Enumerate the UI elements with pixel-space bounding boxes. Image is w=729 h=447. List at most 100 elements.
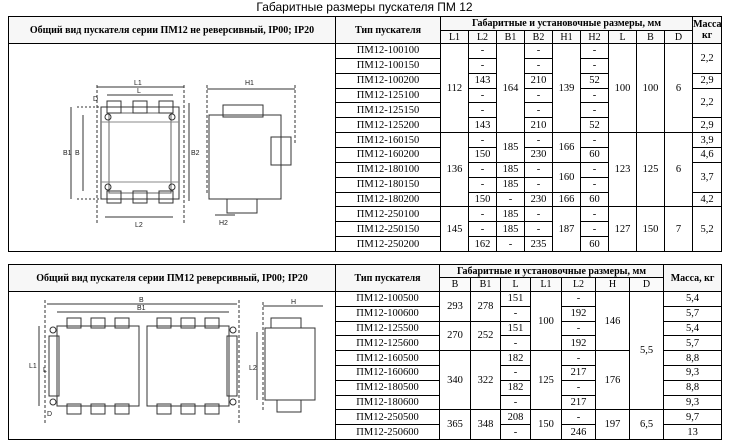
cell: 230 xyxy=(524,147,553,163)
cell: 208 xyxy=(500,409,531,426)
header-dims: Габаритные и установочные размеры, мм xyxy=(439,16,694,31)
cell: 143 xyxy=(468,117,497,134)
type-cell: ПМ12-250100 xyxy=(335,206,441,223)
cell: - xyxy=(468,57,497,74)
cell: - xyxy=(524,102,553,119)
cell: 150 xyxy=(468,147,497,163)
col-L1: L1 xyxy=(530,277,562,292)
label-B: B xyxy=(75,150,80,157)
cell: - xyxy=(524,132,553,149)
cell: 143 xyxy=(468,72,497,89)
type-cell: ПМ12-250200 xyxy=(335,236,441,253)
cell: 13 xyxy=(663,424,723,440)
cell: 164 xyxy=(496,42,525,134)
label-L1: L1 xyxy=(134,80,142,87)
cell: 5,7 xyxy=(663,305,723,322)
cell: 60 xyxy=(580,191,609,208)
cell: 185 xyxy=(496,206,525,223)
cell: 210 xyxy=(524,117,553,134)
cell: - xyxy=(500,335,531,352)
cell: 9,3 xyxy=(663,364,723,381)
cell: 125 xyxy=(530,350,562,411)
type-cell: ПМ12-125200 xyxy=(335,117,441,134)
cell: 185 xyxy=(496,132,525,163)
cell: - xyxy=(580,87,609,104)
col-L1: L1 xyxy=(440,30,469,44)
cell: - xyxy=(500,305,531,322)
cell: 365 xyxy=(439,409,471,440)
cell: 2,9 xyxy=(692,72,723,89)
header-mass: Масса, кг xyxy=(663,264,723,292)
drawing-cell: B B1 L1 L D H L2 xyxy=(8,291,336,440)
type-cell: ПМ12-180500 xyxy=(335,379,440,396)
nonreversible-drawing: L1 L D B1 B B2 L2 H1 H2 xyxy=(63,80,296,229)
cell: 150 xyxy=(636,206,665,253)
cell: 136 xyxy=(440,132,469,208)
header-mass: Масса, кг xyxy=(692,16,723,44)
cell: - xyxy=(524,87,553,104)
cell: 123 xyxy=(608,132,637,208)
col-B: B xyxy=(439,277,471,292)
col-L2: L2 xyxy=(468,30,497,44)
cell: 217 xyxy=(561,394,596,411)
cell: 9,7 xyxy=(663,409,723,426)
cell: 230 xyxy=(524,191,553,208)
cell: 3,9 xyxy=(692,132,723,149)
col-L: L xyxy=(608,30,637,44)
cell: 2,2 xyxy=(692,87,723,119)
cell: 246 xyxy=(561,424,596,440)
cell: 5,4 xyxy=(663,291,723,307)
cell: 185 xyxy=(496,161,525,178)
label-B2: B2 xyxy=(191,150,200,157)
label-L: L xyxy=(137,88,141,95)
cell: 348 xyxy=(470,409,501,440)
cell: 185 xyxy=(496,176,525,193)
cell: 9,3 xyxy=(663,394,723,411)
cell: - xyxy=(500,364,531,381)
cell: 8,8 xyxy=(663,350,723,366)
cell: - xyxy=(524,161,553,178)
type-cell: ПМ12-100200 xyxy=(335,72,441,89)
cell: 150 xyxy=(530,409,562,440)
cell: 162 xyxy=(468,236,497,253)
type-cell: ПМ12-180100 xyxy=(335,161,441,178)
cell: 7 xyxy=(663,206,694,253)
label-L2: L2 xyxy=(249,365,257,372)
reversible-drawing: B B1 L1 L D H L2 xyxy=(29,297,323,425)
col-D: D xyxy=(628,277,665,292)
label-B1: B1 xyxy=(137,305,146,312)
cell: - xyxy=(580,57,609,74)
cell: - xyxy=(580,206,609,223)
page-title: Габаритные размеры пускателя ПМ 12 xyxy=(256,0,473,14)
cell: - xyxy=(496,236,525,253)
cell: 187 xyxy=(552,206,581,253)
type-cell: ПМ12-125150 xyxy=(335,102,441,119)
cell: - xyxy=(580,161,609,178)
header-dims: Габаритные и установочные размеры, мм xyxy=(438,264,665,278)
cell: 8,8 xyxy=(663,379,723,396)
cell: 3,7 xyxy=(692,161,723,193)
cell: - xyxy=(468,161,497,178)
label-D: D xyxy=(47,411,52,418)
cell: 100 xyxy=(636,42,665,134)
cell: 150 xyxy=(468,191,497,208)
cell: - xyxy=(500,394,531,411)
type-cell: ПМ12-250150 xyxy=(335,221,441,238)
cell: 5,7 xyxy=(663,335,723,352)
cell: - xyxy=(468,221,497,238)
type-cell: ПМ12-160500 xyxy=(335,350,440,366)
cell: 235 xyxy=(524,236,553,253)
cell: - xyxy=(468,206,497,223)
cell: 270 xyxy=(439,320,471,352)
cell: 100 xyxy=(608,42,637,134)
cell: - xyxy=(468,132,497,149)
type-cell: ПМ12-160600 xyxy=(335,364,440,381)
type-cell: ПМ12-125100 xyxy=(335,87,441,104)
cell: 100 xyxy=(530,290,562,352)
cell: - xyxy=(496,191,525,208)
cell: - xyxy=(580,176,609,193)
type-cell: ПМ12-125600 xyxy=(335,335,440,352)
col-B1: B1 xyxy=(470,277,501,292)
cell: 197 xyxy=(595,409,630,440)
cell: - xyxy=(500,424,531,440)
